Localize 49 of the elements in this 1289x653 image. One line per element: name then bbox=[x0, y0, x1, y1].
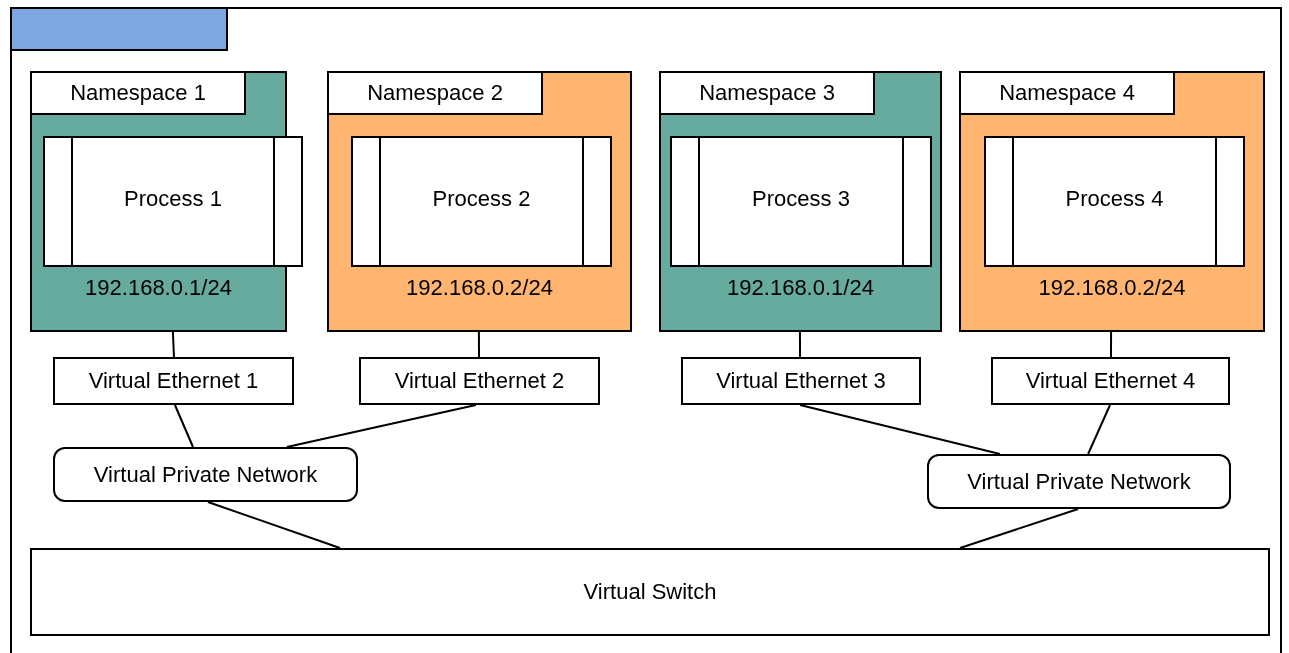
network-label: Virtual Private Network bbox=[93, 461, 318, 488]
ip-address: 192.168.0.2/24 bbox=[1038, 275, 1186, 301]
namespace-tab bbox=[327, 71, 543, 115]
namespace-box bbox=[959, 71, 1265, 332]
ip-address: 192.168.0.1/24 bbox=[85, 275, 232, 301]
interface-label: Virtual Ethernet 3 bbox=[716, 368, 886, 394]
connector-line bbox=[206, 501, 341, 549]
connector-line bbox=[477, 331, 480, 358]
process-box bbox=[351, 136, 612, 267]
namespace-label: Namespace 1 bbox=[70, 80, 206, 106]
connector-line bbox=[798, 331, 802, 358]
namespace-box bbox=[327, 71, 632, 332]
connector-line bbox=[1110, 331, 1113, 358]
connector-line bbox=[959, 508, 1080, 549]
namespace-label: Namespace 3 bbox=[699, 80, 835, 106]
connector-line bbox=[799, 404, 1001, 455]
interface-box bbox=[991, 357, 1230, 405]
namespace-label: Namespace 4 bbox=[999, 80, 1135, 106]
switch-box bbox=[30, 548, 1270, 636]
process-box bbox=[984, 136, 1245, 267]
ip-address: 192.168.0.1/24 bbox=[727, 275, 874, 301]
process-box bbox=[43, 136, 303, 267]
interface-label: Virtual Ethernet 4 bbox=[1025, 368, 1196, 394]
interface-box bbox=[53, 357, 294, 405]
namespace-box bbox=[659, 71, 942, 332]
connector-line bbox=[173, 404, 194, 448]
switch-label: Virtual Switch bbox=[583, 579, 717, 605]
interface-label: Virtual Ethernet 2 bbox=[394, 368, 565, 394]
connector-line bbox=[1087, 404, 1111, 455]
frame-box bbox=[10, 7, 1282, 653]
namespace-label: Namespace 2 bbox=[367, 80, 503, 106]
process-label: Process 2 bbox=[432, 186, 531, 212]
ip-address: 192.168.0.2/24 bbox=[406, 275, 553, 301]
namespace-tab bbox=[30, 71, 246, 115]
network-label: Virtual Private Network bbox=[967, 468, 1191, 495]
connector-line bbox=[285, 404, 477, 448]
connector-line bbox=[171, 331, 175, 358]
process-label: Process 1 bbox=[124, 186, 222, 212]
interface-box bbox=[681, 357, 921, 405]
network-box bbox=[927, 454, 1231, 509]
interface-box bbox=[359, 357, 600, 405]
namespace-tab bbox=[659, 71, 875, 115]
interface-label: Virtual Ethernet 1 bbox=[88, 368, 259, 394]
process-label: Process 4 bbox=[1065, 186, 1164, 212]
network-box bbox=[53, 447, 358, 502]
process-label: Process 3 bbox=[752, 186, 850, 212]
namespace-tab bbox=[959, 71, 1175, 115]
process-box bbox=[670, 136, 932, 267]
title-tab bbox=[10, 7, 228, 51]
